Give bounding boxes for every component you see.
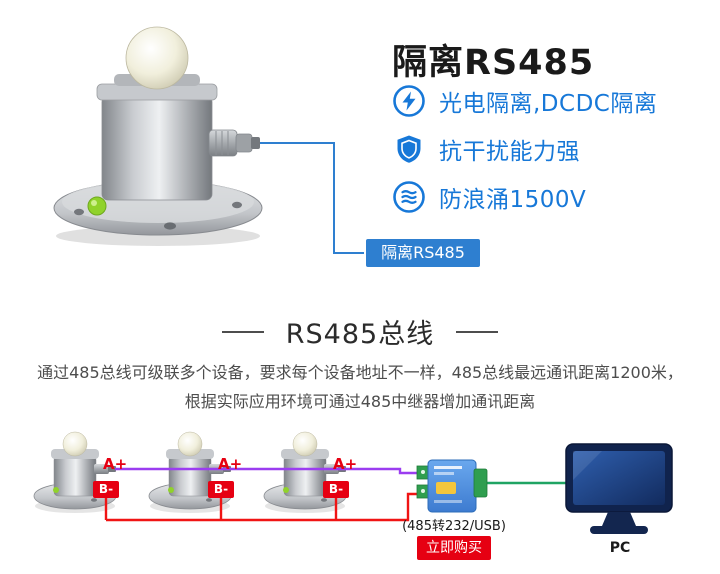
- shield-icon: [397, 135, 421, 163]
- sensor1-b-minus-label: B-: [93, 481, 119, 498]
- divider-dash-right: [456, 330, 499, 333]
- feature-label: 光电隔离,DCDC隔离: [439, 91, 658, 117]
- sensor-photo: [53, 26, 364, 254]
- feature-item-anti-interference: 抗干扰能力强: [392, 132, 657, 166]
- buy-now-button[interactable]: 立即购买: [417, 536, 491, 560]
- page-title: 隔离RS485: [392, 43, 595, 83]
- bus-desc-line2: 根据实际应用环境可通过485中继器增加通讯距离: [184, 391, 536, 411]
- feature-list: 光电隔离,DCDC隔离 抗干扰能力强 防浪涌1500V: [392, 84, 657, 228]
- feature-label: 抗干扰能力强: [439, 139, 580, 165]
- bus-title: RS485总线: [285, 319, 435, 350]
- divider-dash-left: [221, 330, 264, 333]
- sensor2-a-plus-label: A+: [218, 455, 243, 473]
- cable-gland: [208, 129, 260, 157]
- converter-caption: (485转232/USB): [402, 519, 506, 534]
- illuminance-sensor-photo: [53, 26, 263, 246]
- feature-label: 防浪涌1500V: [439, 187, 587, 213]
- feature-item-surge: 防浪涌1500V: [392, 180, 657, 214]
- sensor3-b-minus-label: B-: [323, 481, 349, 498]
- bus-description: 通过485总线可级联多个设备，要求每个设备地址不一样，485总线最远通讯距离12…: [0, 359, 720, 417]
- sensor3-a-plus-label: A+: [333, 455, 358, 473]
- sensor1-a-plus-label: A+: [103, 455, 128, 473]
- wire-b-red: [106, 492, 419, 522]
- pc-label: PC: [609, 540, 631, 556]
- isolated-rs485-callout: 隔离RS485: [366, 239, 480, 267]
- pc-monitor: [565, 443, 673, 534]
- rs485-converter: [416, 459, 488, 513]
- surge-wave-icon: [393, 181, 425, 213]
- rs485-bus-diagram: [33, 431, 673, 534]
- wire-a-purple: [115, 467, 419, 475]
- sensor2-b-minus-label: B-: [208, 481, 234, 498]
- callout-line: [260, 142, 364, 254]
- lightning-icon: [393, 85, 425, 117]
- feature-item-isolation: 光电隔离,DCDC隔离: [392, 84, 657, 118]
- bubble-level: [87, 196, 107, 216]
- bus-section-header: RS485总线: [0, 312, 720, 351]
- bus-desc-line1: 通过485总线可级联多个设备，要求每个设备地址不一样，485总线最远通讯距离12…: [37, 363, 683, 382]
